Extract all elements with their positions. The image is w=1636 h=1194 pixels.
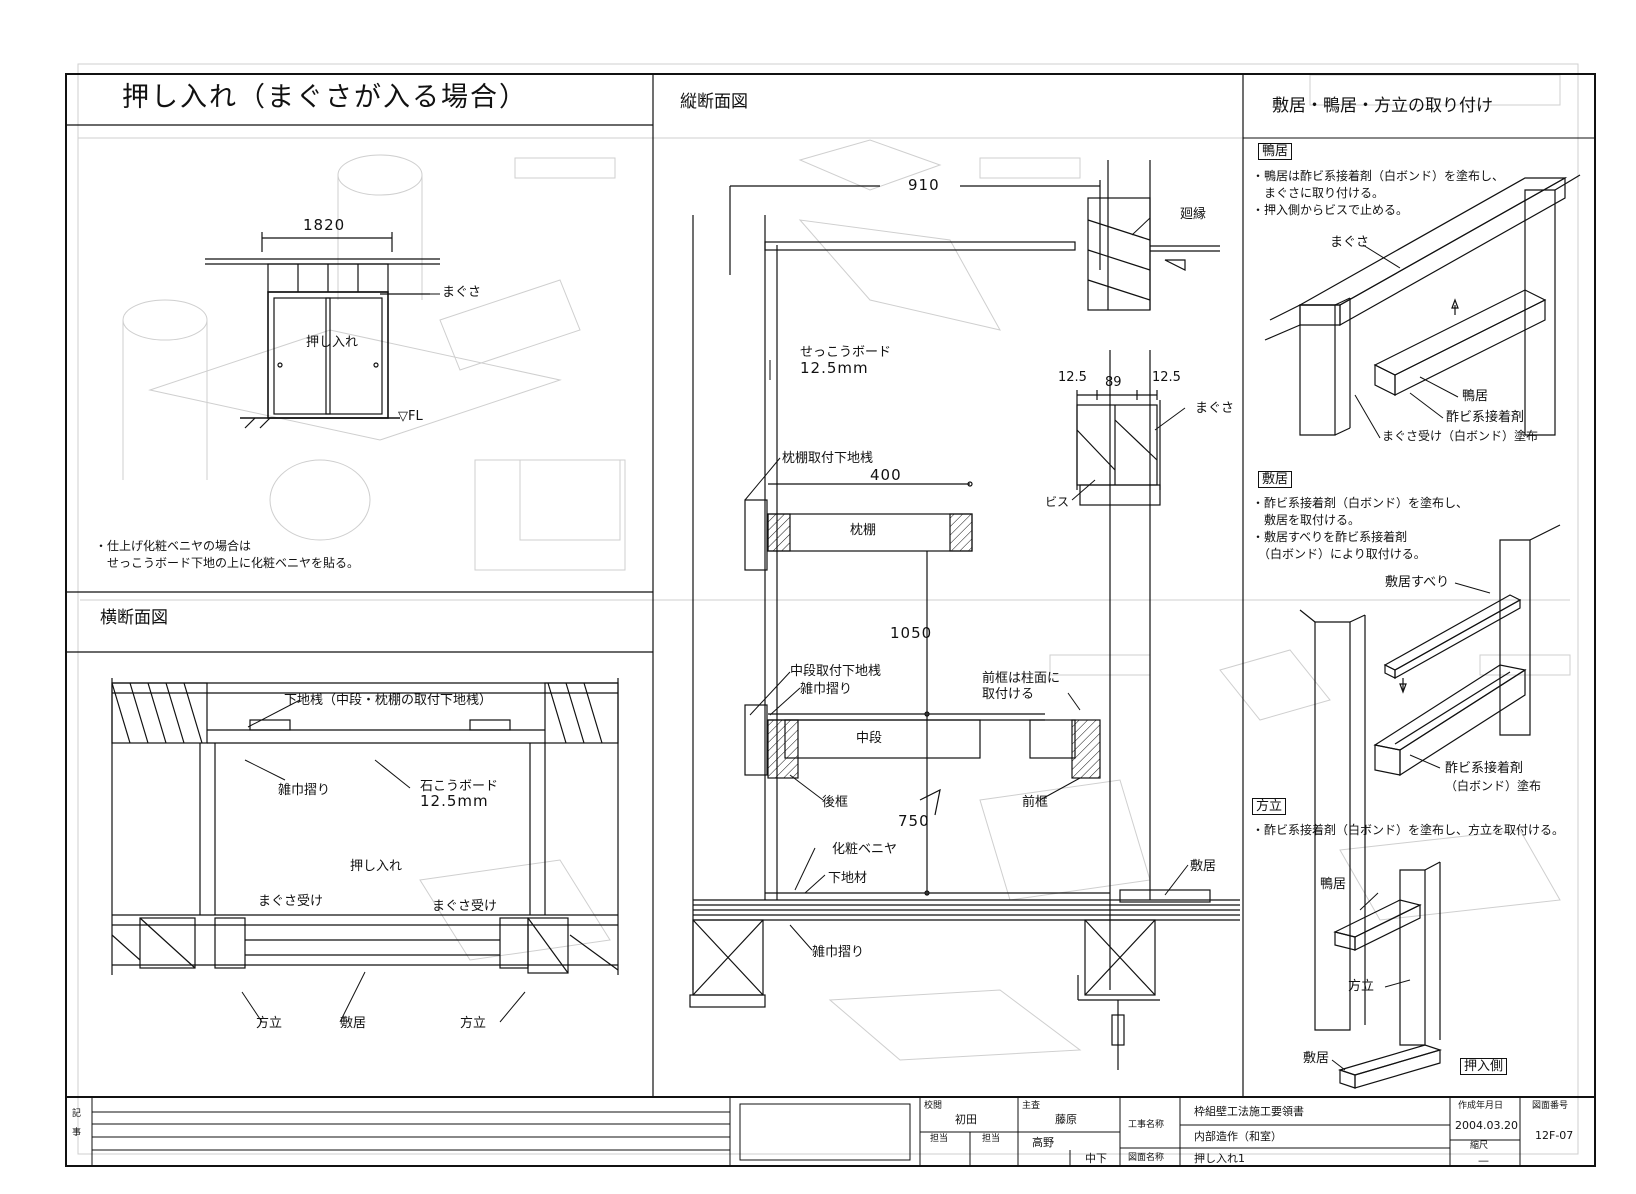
iso-oshiire-side: 押入側 bbox=[1460, 1058, 1508, 1075]
tb-zumen-label: 図面名称 bbox=[1128, 1153, 1165, 1163]
tb-kouetsu-name: 初田 bbox=[955, 1113, 977, 1126]
iso-houdate-shikii: 敷居 bbox=[1303, 1051, 1330, 1066]
sheet-title: 押し入れ（まぐさが入る場合） bbox=[122, 82, 528, 113]
section-title: 縦断面図 bbox=[680, 92, 748, 112]
tb-scale-label: 縮尺 bbox=[1470, 1141, 1489, 1151]
iso-houdate-note: ・酢ビ系接着剤（白ボンド）を塗布し、方立を取付ける。 bbox=[1252, 823, 1565, 837]
section-label-makura: 枕棚 bbox=[850, 523, 877, 538]
section-dim-12-5-right: 12.5 bbox=[1152, 370, 1181, 385]
iso-shikii-adhesive-2: （白ボンド）塗布 bbox=[1445, 779, 1542, 793]
tb-kiji: 記事 bbox=[70, 1108, 80, 1146]
section-dim-400: 400 bbox=[870, 466, 902, 484]
iso-kamoi-uke: まぐさ受け（白ボンド）塗布 bbox=[1382, 429, 1539, 443]
leader-lines bbox=[241, 217, 1491, 1071]
iso-houdate-kamoi: 鴨居 bbox=[1320, 877, 1347, 892]
tb-koji-name-2: 内部造作（和室） bbox=[1194, 1130, 1282, 1143]
tb-tantou-name-2: 中下 bbox=[1085, 1152, 1107, 1165]
iso-kamoi-tag: 鴨居 bbox=[1258, 143, 1293, 160]
plan-label-uke-right: まぐさ受け bbox=[432, 899, 498, 914]
tb-tantou-1: 担当 bbox=[930, 1134, 949, 1144]
section-label-makura-shitaji: 枕棚取付下地桟 bbox=[782, 451, 874, 466]
iso-kamoi-adhesive: 酢ビ系接着剤 bbox=[1446, 410, 1525, 425]
section-label-zokin: 雑巾摺り bbox=[800, 682, 853, 697]
section-label-chudan: 中段 bbox=[856, 731, 883, 746]
tb-koji-label: 工事名称 bbox=[1128, 1120, 1165, 1130]
section-label-kesho: 化粧ベニヤ bbox=[832, 842, 898, 857]
section-dim-910: 910 bbox=[908, 176, 940, 194]
plan-label-zokin: 雑巾摺り bbox=[278, 783, 331, 798]
tb-no-label: 図面番号 bbox=[1532, 1101, 1569, 1111]
iso-houdate-tag: 方立 bbox=[1252, 798, 1287, 815]
section-label-chudan-shitaji: 中段取付下地桟 bbox=[790, 664, 882, 679]
section-label-maegamachi-note: 前框は柱面に 取付ける bbox=[982, 671, 1061, 702]
plan-label-houdate-left: 方立 bbox=[256, 1016, 283, 1031]
section-label-magusa: まぐさ bbox=[1195, 401, 1235, 416]
section-label-atogamachi: 後框 bbox=[822, 795, 849, 810]
section-label-board: せっこうボード bbox=[800, 345, 892, 360]
iso-shikii-tag: 敷居 bbox=[1258, 471, 1293, 488]
section-dim-750: 750 bbox=[898, 812, 930, 830]
section-label-zokin-bottom: 雑巾摺り bbox=[812, 945, 865, 960]
elevation-dim-width: 1820 bbox=[303, 216, 346, 234]
tb-drawing-no: 12F-07 bbox=[1535, 1129, 1574, 1142]
section-label-shikii: 敷居 bbox=[1190, 859, 1217, 874]
iso-houdate-label: 方立 bbox=[1348, 979, 1375, 994]
iso-shikii-adhesive: 酢ビ系接着剤 bbox=[1445, 761, 1524, 776]
title-block-lines bbox=[91, 1097, 1521, 1166]
tb-scale: — bbox=[1478, 1154, 1489, 1167]
elevation-label-magusa: まぐさ bbox=[442, 285, 482, 300]
section-drawing bbox=[689, 160, 1240, 1070]
section-label-maegamachi: 前框 bbox=[1022, 795, 1049, 810]
tb-tantou-name: 高野 bbox=[1032, 1136, 1054, 1149]
iso-kamoi-magusa: まぐさ bbox=[1330, 235, 1370, 250]
plan-label-board-thickness: 12.5mm bbox=[420, 792, 489, 810]
plan-label-oshiire: 押し入れ bbox=[350, 859, 403, 874]
iso-title: 敷居・鴨居・方立の取り付け bbox=[1272, 96, 1493, 116]
elevation-drawing bbox=[205, 232, 440, 429]
section-dim-12-5-left: 12.5 bbox=[1058, 370, 1087, 385]
sheet-note: ・仕上げ化粧ベニヤの場合は せっこうボード下地の上に化粧ベニヤを貼る。 bbox=[95, 539, 360, 570]
plan-drawing bbox=[111, 678, 619, 975]
elevation-label-fl: ▽FL bbox=[398, 409, 423, 424]
plan-label-shitaji: 下地桟（中段・枕棚の取付下地桟） bbox=[284, 693, 493, 708]
section-label-bisu: ビス bbox=[1045, 495, 1070, 509]
tb-zumen-name: 押し入れ1 bbox=[1194, 1152, 1245, 1165]
iso-kamoi-label: 鴨居 bbox=[1462, 389, 1489, 404]
tb-tantou-2: 担当 bbox=[982, 1134, 1001, 1144]
tb-koji-name-1: 枠組壁工法施工要領書 bbox=[1194, 1105, 1304, 1118]
section-label-board-thickness: 12.5mm bbox=[800, 359, 869, 377]
tb-date: 2004.03.20 bbox=[1455, 1119, 1518, 1132]
elevation-label-oshiire: 押し入れ bbox=[306, 335, 359, 350]
section-dim-89: 89 bbox=[1105, 375, 1122, 390]
iso-shikii-suberi: 敷居すべり bbox=[1385, 575, 1450, 590]
iso-drawing bbox=[1264, 174, 1581, 1089]
tb-date-label: 作成年月日 bbox=[1458, 1101, 1504, 1111]
section-label-mawaribuchi: 廻縁 bbox=[1180, 207, 1207, 222]
plan-label-shikii: 敷居 bbox=[340, 1016, 367, 1031]
plan-label-uke-left: まぐさ受け bbox=[258, 894, 324, 909]
section-dim-1050: 1050 bbox=[890, 624, 933, 642]
tb-kouetsu-label: 校閲 bbox=[924, 1101, 943, 1111]
plan-label-houdate-right: 方立 bbox=[460, 1016, 487, 1031]
sheet-frame bbox=[65, 73, 1596, 1167]
iso-shikii-note: ・酢ビ系接着剤（白ボンド）を塗布し、 敷居を取付ける。 ・敷居すべりを酢ビ系接着… bbox=[1252, 496, 1469, 561]
plan-label-board: 石こうボード bbox=[420, 779, 499, 794]
iso-kamoi-note: ・鴨居は酢ビ系接着剤（白ボンド）を塗布し、 まぐさに取り付ける。 ・押入側からビ… bbox=[1252, 169, 1505, 217]
tb-shusa-name: 藤原 bbox=[1055, 1113, 1077, 1126]
section-label-shitajizai: 下地材 bbox=[828, 871, 868, 886]
tb-shusa-label: 主査 bbox=[1022, 1101, 1041, 1111]
plan-title: 横断面図 bbox=[100, 608, 168, 628]
